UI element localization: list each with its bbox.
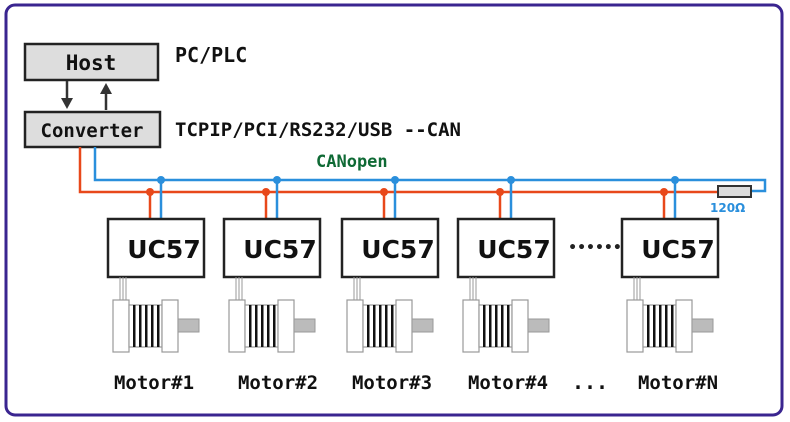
drive-box — [222, 217, 322, 279]
host-note: PC/PLC — [175, 43, 247, 67]
host-label: Host — [66, 51, 117, 75]
converter-box — [23, 110, 162, 149]
can-high-junction — [146, 188, 154, 196]
can-low-junction — [273, 176, 281, 184]
motor-label: Motor#2 — [238, 372, 318, 394]
motor-label: Motor#4 — [468, 372, 548, 394]
host-converter-arrows — [61, 81, 112, 110]
can-low-junction — [671, 176, 679, 184]
drive-label: UC57 — [243, 235, 316, 264]
motor-label: Motor#1 — [114, 372, 194, 394]
motor-label: Motor#3 — [352, 372, 432, 394]
drive-box — [106, 217, 206, 279]
drive-label: UC57 — [477, 235, 550, 264]
drive-box — [340, 217, 440, 279]
host-node: Host — [23, 42, 160, 82]
arrow-down-icon — [61, 98, 73, 109]
drive-box — [456, 217, 556, 279]
can-high-junction — [380, 188, 388, 196]
can-high-line — [78, 147, 718, 194]
drive-box — [620, 217, 720, 279]
can-low-junction — [391, 176, 399, 184]
motor-label: Motor#N — [638, 372, 718, 394]
motor-icon — [346, 299, 434, 353]
drive-label: UC57 — [641, 235, 714, 264]
can-high-junction — [660, 188, 668, 196]
nodes: UC57Motor#1UC57Motor#2UC57Motor#3UC57Mot… — [106, 176, 720, 394]
arrow-up-icon — [100, 83, 112, 94]
motor-icon — [462, 299, 550, 353]
drives-ellipsis: •••••• — [568, 240, 622, 256]
can-low-junction — [507, 176, 515, 184]
motor-icon — [228, 299, 316, 353]
converter-note: TCPIP/PCI/RS232/USB --CAN — [175, 119, 461, 141]
host-box — [23, 42, 160, 82]
can-high-junction — [496, 188, 504, 196]
motors-ellipsis: ... — [572, 370, 608, 394]
can-high-junction — [262, 188, 270, 196]
can-low-junction — [157, 176, 165, 184]
terminator-resistor — [717, 185, 752, 198]
can-low-line — [93, 147, 767, 193]
bus-label: CANopen — [316, 152, 388, 172]
drive-label: UC57 — [361, 235, 434, 264]
converter-node: Converter — [23, 110, 162, 149]
drive-label: UC57 — [127, 235, 200, 264]
can-bus: 120Ω — [78, 147, 767, 215]
motor-icon — [112, 299, 200, 353]
motor-icon — [626, 299, 714, 353]
terminator-label: 120Ω — [710, 201, 745, 215]
converter-label: Converter — [41, 120, 144, 142]
